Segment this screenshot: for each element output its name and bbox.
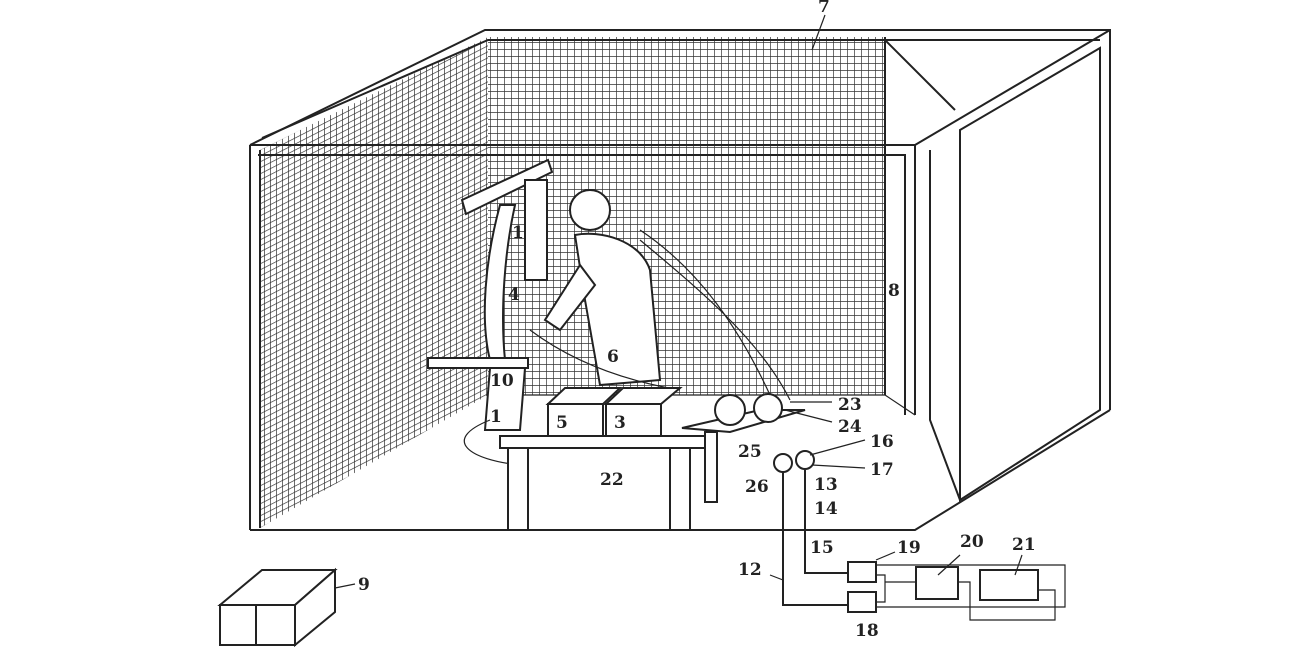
control-circuit xyxy=(782,470,1066,621)
label-8: 8 xyxy=(888,281,900,301)
right-side-panel xyxy=(959,46,1101,502)
block-20 xyxy=(915,566,959,600)
left-mesh-wall xyxy=(260,37,488,528)
label-10: 10 xyxy=(490,371,514,391)
operator-figure xyxy=(529,189,791,401)
enclosure xyxy=(249,29,1111,531)
label-26: 26 xyxy=(745,477,769,497)
label-25: 25 xyxy=(738,442,762,462)
work-table xyxy=(499,387,711,531)
label-13: 13 xyxy=(814,475,838,495)
label-1-top: 1 xyxy=(512,223,524,243)
label-23: 23 xyxy=(838,395,862,415)
block-21 xyxy=(979,569,1039,601)
label-1-bottom: 1 xyxy=(490,407,502,427)
label-9: 9 xyxy=(358,575,370,595)
label-19: 19 xyxy=(897,538,921,558)
label-16: 16 xyxy=(870,432,894,452)
label-18: 18 xyxy=(855,621,879,641)
label-24: 24 xyxy=(838,417,862,437)
label-7: 7 xyxy=(818,0,830,17)
label-3: 3 xyxy=(614,413,626,433)
leader-lines xyxy=(769,14,1023,581)
label-4: 4 xyxy=(508,285,520,305)
reference-labels: 7 1 4 10 1 6 5 3 22 8 23 24 16 17 25 26 … xyxy=(358,0,1036,641)
external-unit-9 xyxy=(217,567,356,648)
label-21: 21 xyxy=(1012,535,1036,555)
label-6: 6 xyxy=(607,347,619,367)
label-14: 14 xyxy=(814,499,838,519)
label-15: 15 xyxy=(810,538,834,558)
label-20: 20 xyxy=(960,532,984,552)
label-12: 12 xyxy=(738,560,762,580)
label-17: 17 xyxy=(870,460,894,480)
welding-machine xyxy=(427,158,554,466)
label-5: 5 xyxy=(556,413,568,433)
switch-18 xyxy=(847,591,877,613)
switch-19 xyxy=(847,561,877,583)
label-22: 22 xyxy=(600,470,624,490)
